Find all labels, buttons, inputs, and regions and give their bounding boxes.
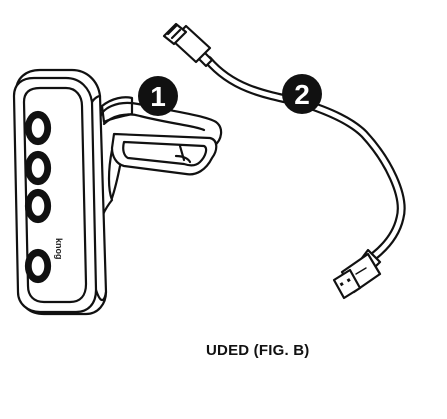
callout-2: 2 bbox=[282, 74, 322, 114]
bike-light bbox=[14, 70, 106, 314]
knog-logo: knog bbox=[54, 238, 64, 260]
led-lenses bbox=[26, 112, 50, 282]
figure-caption: UDED (FIG. B) bbox=[206, 342, 309, 359]
usb-plug-top bbox=[164, 24, 212, 66]
callout-2-number: 2 bbox=[294, 79, 310, 110]
callout-1-number: 1 bbox=[150, 81, 166, 112]
callout-1: 1 bbox=[138, 76, 178, 116]
usb-plug-bottom bbox=[334, 250, 380, 298]
mount-strap bbox=[100, 97, 221, 226]
